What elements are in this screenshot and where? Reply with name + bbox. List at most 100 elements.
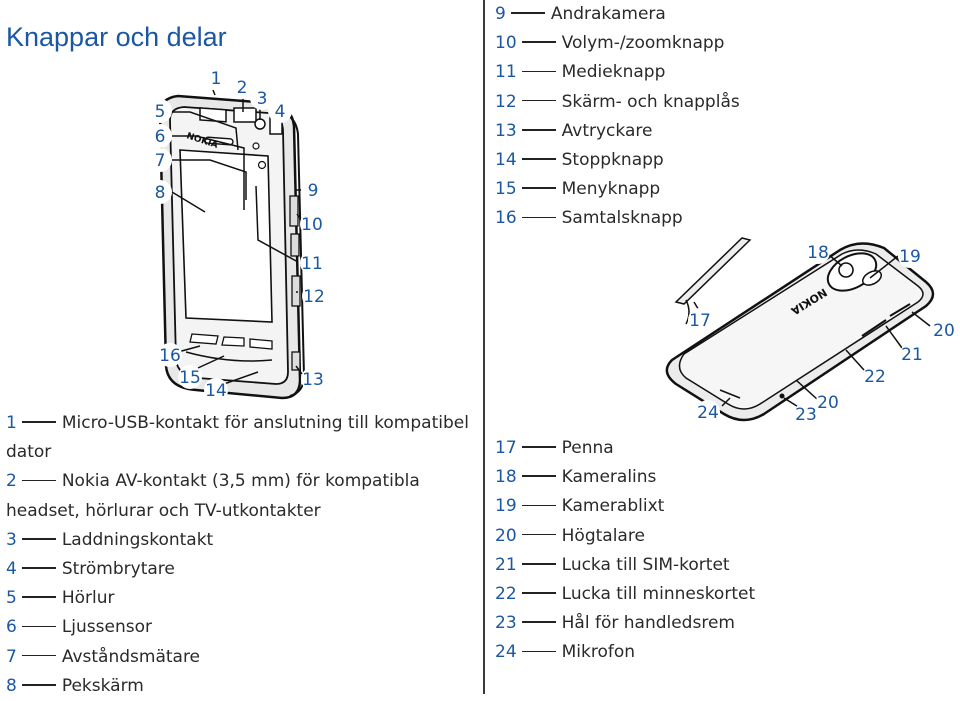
callout-background: [178, 365, 202, 389]
legend-dash: [521, 563, 556, 565]
legend-item-text: Kameralins: [561, 467, 657, 488]
legend-item-number: 23: [495, 613, 517, 634]
legend-item-text: Nokia AV-kontakt (3,5 mm) för kompatibla…: [6, 471, 420, 521]
legend-item-text: Medieknapp: [561, 62, 666, 83]
legend-item: 7 Avståndsmätare: [6, 643, 476, 672]
legend-item-text: Andrakamera: [550, 4, 666, 24]
legend-item-number: 21: [495, 554, 517, 575]
legend-dash: [21, 538, 56, 540]
legend-dash: [21, 654, 56, 657]
callout-background: [250, 86, 274, 110]
callout-label: 4: [275, 102, 286, 122]
legend-item-number: 14: [495, 150, 517, 171]
legend-item-number: 2: [6, 471, 17, 492]
legend-item-number: 4: [6, 559, 17, 580]
callout-background: [301, 178, 325, 202]
legend-item-number: 9: [495, 4, 506, 24]
callout-background: [204, 66, 228, 90]
callout-label: 6: [155, 127, 166, 147]
callout-label: 7: [155, 151, 166, 171]
legend-item-text: Ljussensor: [61, 617, 152, 638]
callout-label: 23: [795, 405, 817, 425]
legend-dash: [21, 596, 56, 599]
callout-label: 1: [211, 69, 222, 89]
legend-item-text: Mikrofon: [561, 642, 636, 663]
legend-item-number: 12: [495, 91, 517, 112]
legend-item-number: 5: [6, 588, 17, 609]
callout-background: [863, 364, 887, 388]
legend-item-text: Avståndsmätare: [61, 646, 201, 667]
legend-dash: [521, 216, 556, 219]
callout-background: [301, 367, 325, 391]
legend-item-number: 1: [6, 413, 17, 433]
legend-item-number: 22: [495, 584, 517, 605]
legend-dash: [521, 621, 556, 624]
legend-item-text: Skärm- och knapplås: [561, 91, 740, 112]
legend-item-text: Hörlur: [61, 588, 115, 609]
legend-dash: [521, 129, 556, 131]
legend-item-text: Penna: [561, 438, 614, 458]
callout-background: [148, 180, 172, 204]
legend-item: 12 Skärm- och knapplås: [495, 88, 740, 117]
legend-item-text: Stoppknapp: [561, 150, 664, 171]
legend-item-text: Menyknapp: [561, 179, 661, 200]
callout-background: [932, 318, 956, 342]
callout-background: [696, 400, 720, 424]
legend-item-text: Högtalare: [561, 525, 645, 546]
legend-dash: [521, 592, 556, 594]
callout-background: [688, 308, 712, 332]
legend-item-text: Strömbrytare: [61, 559, 175, 580]
legend-dash: [521, 650, 556, 653]
legend-item-text: Samtalsknapp: [561, 208, 683, 229]
legend-dash: [521, 99, 556, 102]
callout-label: 15: [179, 368, 201, 388]
callout-background: [794, 402, 818, 426]
callout-label: 16: [159, 346, 181, 366]
legend-dash: [510, 12, 545, 14]
legend-item: 14 Stoppknapp: [495, 146, 740, 175]
legend-item: 10 Volym-/zoomknapp: [495, 29, 740, 58]
legend-dash: [521, 446, 556, 448]
legend-item: 4 Strömbrytare: [6, 555, 476, 584]
legend-item-text: Avtryckare: [561, 120, 653, 141]
legend-dash: [21, 567, 56, 569]
legend-dash: [21, 684, 56, 686]
phone-front-illustration: NOKIA: [158, 89, 306, 400]
legend-item-text: Volym-/zoomknapp: [561, 33, 725, 54]
callout-label: 20: [933, 321, 955, 341]
legend-dash: [521, 187, 556, 190]
callout-background: [302, 284, 326, 308]
legend-item-number: 10: [495, 33, 517, 54]
legend-item-number: 11: [495, 62, 517, 83]
legend-item-number: 7: [6, 646, 17, 667]
callout-label: 3: [257, 89, 268, 109]
callout-background: [900, 342, 924, 366]
callout-label: 14: [205, 381, 227, 401]
legend-item: 11 Medieknapp: [495, 58, 740, 87]
callout-label: 9: [308, 181, 319, 201]
callout-background: [816, 390, 840, 414]
callout-label: 19: [899, 247, 921, 267]
legend-item-text: Pekskärm: [61, 675, 144, 696]
callout-background: [806, 240, 830, 264]
callout-label: 12: [303, 287, 325, 307]
phone-back-illustration: NOKIA: [665, 237, 935, 422]
callout-background: [204, 378, 228, 402]
callout-background: [898, 244, 922, 268]
